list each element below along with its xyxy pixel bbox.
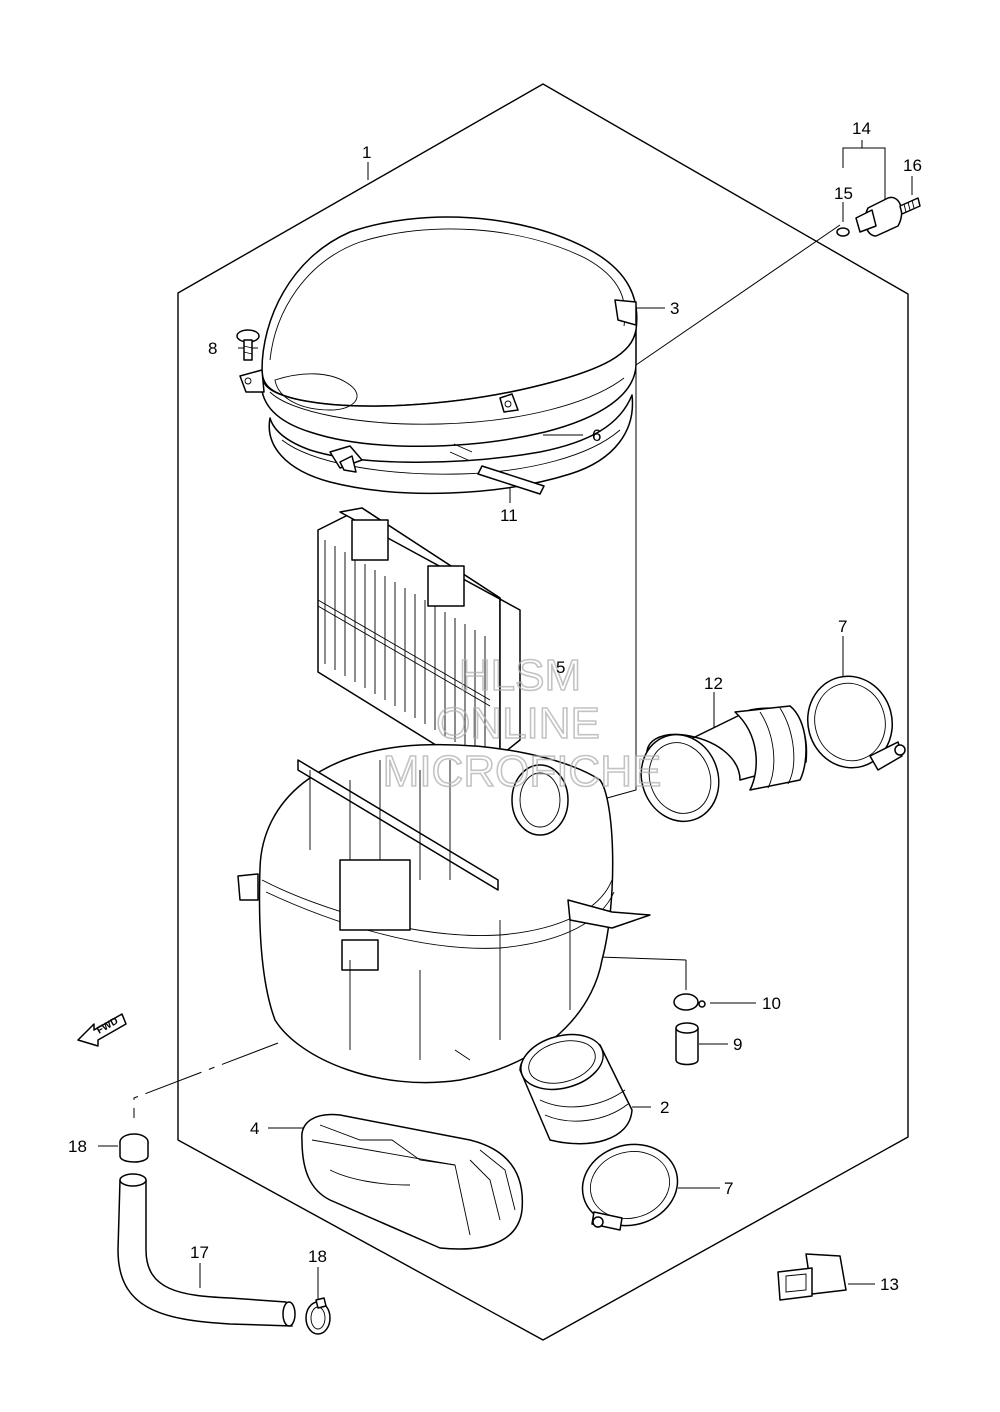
air-cleaner-case: [237, 743, 651, 1084]
callout-4: 4: [250, 1119, 259, 1138]
outlet-joint: [519, 1033, 633, 1145]
filter-element: [317, 507, 521, 761]
sensor-assembly: [836, 196, 921, 237]
forward-arrow: FWD: [77, 1013, 127, 1047]
callout-10: 10: [762, 994, 781, 1013]
callout-8: 8: [208, 339, 217, 358]
connector-13: [777, 1253, 847, 1301]
cap-gasket: [268, 394, 634, 495]
watermark: HLSM ONLINE MICROFICHE: [382, 650, 662, 797]
watermark-line-2: ONLINE: [436, 699, 600, 748]
callout-1: 1: [362, 143, 371, 162]
callout-15: 15: [834, 184, 853, 203]
callout-18-lower: 18: [308, 1247, 327, 1266]
hose-clamp-lower: [305, 1297, 331, 1335]
callout-17: 17: [190, 1243, 209, 1262]
clamp-upper: [806, 675, 906, 771]
drain-hose: [117, 1173, 296, 1327]
callout-9: 9: [733, 1035, 742, 1054]
hose-clamp-upper: [119, 1133, 149, 1163]
air-cleaner-cap: [239, 216, 638, 447]
callout-3: 3: [670, 299, 679, 318]
watermark-line-3: MICROFICHE: [383, 747, 662, 796]
inlet-tube: [640, 705, 808, 823]
screw-8: [236, 329, 260, 361]
assembly-outline: [177, 83, 909, 1341]
case-tray: [301, 1113, 524, 1250]
callout-18-upper: 18: [68, 1137, 87, 1156]
seal-strip: [449, 443, 545, 495]
callout-7-upper: 7: [838, 617, 847, 636]
clamp-lower: [581, 1143, 679, 1231]
callouts: 1 2 3 4 5 6 7 7 8 9 10 11 12 13 14 15 16…: [68, 119, 922, 1294]
callout-7-lower: 7: [724, 1179, 733, 1198]
callout-2: 2: [660, 1098, 669, 1117]
callout-6: 6: [592, 426, 601, 445]
callout-14: 14: [852, 119, 871, 138]
callout-5: 5: [556, 658, 565, 677]
callout-13: 13: [880, 1275, 899, 1294]
watermark-line-1: HLSM: [459, 651, 581, 700]
oring-and-plug: [673, 993, 706, 1066]
callout-11: 11: [500, 506, 518, 525]
callout-12: 12: [704, 674, 723, 693]
callout-16: 16: [903, 156, 922, 175]
